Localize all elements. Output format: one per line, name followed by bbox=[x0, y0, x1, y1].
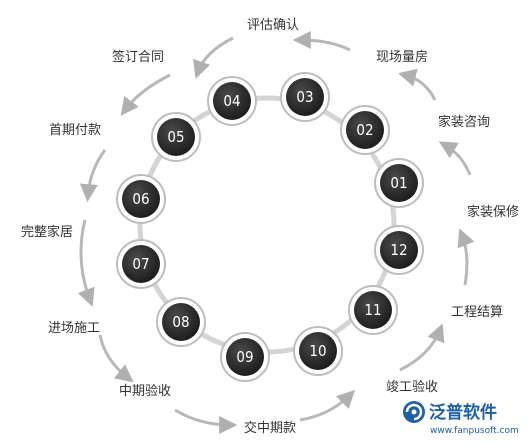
step-node: 02 bbox=[340, 105, 390, 155]
step-number: 08 bbox=[172, 313, 189, 331]
flow-arrow bbox=[174, 408, 238, 434]
step-label: 现场量房 bbox=[376, 49, 428, 65]
step-number: 04 bbox=[223, 92, 240, 110]
step-node-disc bbox=[346, 111, 384, 149]
step-number: 11 bbox=[364, 301, 381, 319]
cycle-arrows bbox=[77, 31, 475, 434]
watermark-brand: 泛普软件 bbox=[429, 402, 497, 423]
flow-arrow bbox=[120, 73, 171, 116]
step-node: 12 bbox=[374, 225, 424, 275]
step-node-disc bbox=[157, 118, 195, 156]
step-label: 首期付款 bbox=[49, 123, 101, 138]
step-node-disc bbox=[122, 180, 160, 218]
step-number: 03 bbox=[296, 88, 313, 106]
step-number: 06 bbox=[132, 190, 149, 208]
step-node-disc bbox=[299, 332, 337, 370]
step-number: 12 bbox=[390, 241, 407, 259]
step-node-disc bbox=[226, 338, 264, 376]
step-node: 05 bbox=[151, 112, 201, 162]
step-node-disc bbox=[380, 164, 418, 202]
step-label: 工程结算 bbox=[451, 305, 503, 320]
step-label: 中期验收 bbox=[119, 383, 171, 399]
step-label: 家装保修 bbox=[467, 204, 519, 220]
flow-arrow bbox=[79, 149, 107, 203]
step-node-disc bbox=[286, 78, 324, 116]
step-label: 评估确认 bbox=[247, 18, 299, 33]
flow-arrow bbox=[292, 31, 351, 52]
step-number: 07 bbox=[132, 255, 149, 273]
step-node-disc bbox=[162, 303, 200, 341]
step-node: 11 bbox=[348, 285, 398, 335]
step-node: 03 bbox=[280, 72, 330, 122]
step-node: 08 bbox=[156, 297, 206, 347]
flow-arrow bbox=[98, 334, 134, 383]
step-label: 家装咨询 bbox=[438, 114, 490, 130]
flow-arrow bbox=[77, 219, 95, 307]
step-node-disc bbox=[213, 82, 251, 120]
step-node: 10 bbox=[293, 326, 343, 376]
step-number: 01 bbox=[390, 174, 407, 192]
flow-arrow bbox=[438, 141, 472, 176]
flow-arrow bbox=[299, 389, 356, 422]
watermark: 泛普软件 www.fanpusoft.com bbox=[403, 401, 519, 436]
step-number: 05 bbox=[167, 128, 184, 146]
flow-arrow bbox=[398, 68, 437, 101]
step-node-disc bbox=[380, 231, 418, 269]
step-node: 09 bbox=[220, 332, 270, 382]
fanpu-logo-icon bbox=[403, 401, 425, 423]
flow-arrow bbox=[399, 323, 445, 372]
step-node-disc bbox=[122, 245, 160, 283]
step-node: 01 bbox=[374, 158, 424, 208]
step-number: 10 bbox=[309, 342, 326, 360]
watermark-url: www.fanpusoft.com bbox=[430, 426, 519, 436]
step-node-disc bbox=[354, 291, 392, 329]
step-node: 06 bbox=[116, 174, 166, 224]
step-label: 交中期款 bbox=[244, 420, 296, 436]
step-label: 签订合同 bbox=[112, 49, 164, 65]
flow-arrow bbox=[457, 228, 475, 286]
step-number: 09 bbox=[236, 348, 253, 366]
step-node: 07 bbox=[116, 239, 166, 289]
cycle-nodes: 04 03 02 01 12 11 10 09 08 07 06 05 bbox=[116, 72, 424, 382]
step-number: 02 bbox=[356, 121, 373, 139]
step-label: 完整家居 bbox=[21, 224, 73, 240]
step-label: 进场施工 bbox=[48, 321, 100, 336]
step-label: 竣工验收 bbox=[386, 379, 438, 395]
flow-arrow bbox=[193, 36, 234, 79]
step-node: 04 bbox=[207, 76, 257, 126]
